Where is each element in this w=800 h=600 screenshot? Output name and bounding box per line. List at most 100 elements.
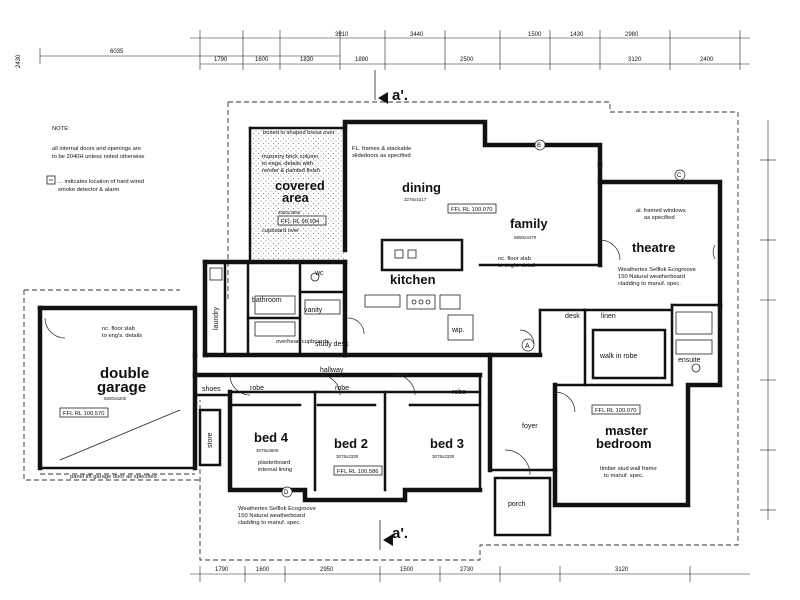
room-robe1: robe <box>250 385 264 392</box>
dim-bot-a: 1790 <box>215 567 229 573</box>
room-covered-line1: covered <box>275 178 325 193</box>
room-bed4-size: 3075x3600 <box>256 448 279 453</box>
note-bottom-weather1: Weathertex Selflok Ecogroove <box>238 506 316 512</box>
dim-top-g: 3910 <box>335 32 349 38</box>
ffl-bed: FFL RL 100.586 <box>337 469 378 475</box>
dim-bot-b: 1600 <box>256 567 270 573</box>
marker-b-circle <box>534 139 546 151</box>
note-weathertex2: 150 Natural weatherboard <box>618 274 685 280</box>
room-bed3: bed 3 <box>430 436 464 451</box>
room-covered-size: 4050x3850 <box>278 210 301 215</box>
kitchen-island <box>364 238 474 341</box>
room-robe3: robe <box>452 389 466 396</box>
ffl-dining: FFL RL 100.070 <box>451 207 492 213</box>
section-markers: a'. a'. A B C D <box>281 70 686 550</box>
room-wc: wc <box>314 270 324 277</box>
note-plasterboard1: plasterboard <box>258 460 290 466</box>
note-timber-wall2: to manuf. spec. <box>604 473 644 479</box>
dim-bot-d: 1500 <box>400 567 414 573</box>
note-theatre1: al. framed windows <box>636 208 686 214</box>
marker-b: B <box>537 143 541 149</box>
dim-top-b: 1790 <box>214 57 228 63</box>
room-vanity: vanity <box>304 307 323 314</box>
note-slab-family1: nc. floor slab <box>498 256 531 262</box>
bottom-dimensions: 1790 1600 2950 1500 2730 3120 <box>190 566 750 582</box>
note-theatre2: as specified <box>644 215 675 221</box>
note-weathertex1: Weathertex Selflok Ecogroove <box>618 267 696 273</box>
dim-bot-e: 2730 <box>460 567 474 573</box>
doors <box>44 239 716 476</box>
room-bed4: bed 4 <box>254 430 289 445</box>
marker-c: C <box>677 173 682 179</box>
marker-c-circle <box>674 169 686 181</box>
room-hallway: hallway <box>320 367 344 374</box>
dim-top-e: 1890 <box>355 57 369 63</box>
room-bed3-size: 3075x3330 <box>432 454 455 459</box>
room-labels: dining 3276x4217 family 5890x3470 theatr… <box>97 178 701 508</box>
ffl-master: FFL RL 100.070 <box>595 408 636 414</box>
note-masonry3: render & painted finish <box>262 168 320 174</box>
note-slab-garage1: nc. floor slab <box>102 326 135 332</box>
note-timber-wall1: timber stud wall frame <box>600 466 657 472</box>
note-line2: to be 2040H unless noted otherwise <box>52 154 145 160</box>
smoke-line1: ... indicates location of hard wired <box>58 179 144 185</box>
note-overhead: cupboard over <box>262 228 299 234</box>
note-overhead-cupboards: overhead cupboards <box>276 339 329 345</box>
room-study-desk: study desk <box>315 341 349 348</box>
room-master-bedroom: master bedroom <box>596 423 652 451</box>
dim-top-h: 2500 <box>460 57 474 63</box>
room-master-line1: master <box>605 423 648 438</box>
room-shoes: shoes <box>202 386 221 393</box>
dim-top-c: 1600 <box>255 57 269 63</box>
room-walk-in-robe: walk in robe <box>599 353 637 360</box>
dim-top-a: 6035 <box>110 49 124 55</box>
room-store: store <box>207 432 214 448</box>
room-garage-line1: double <box>100 365 149 382</box>
marker-d-circle <box>281 486 293 498</box>
room-ensuite: ensuite <box>678 357 701 364</box>
room-kitchen: kitchen <box>390 272 436 287</box>
room-linen: linen <box>601 313 616 320</box>
room-porch: porch <box>508 501 526 508</box>
dim-top-i: 1500 <box>528 32 542 38</box>
walls <box>37 119 723 537</box>
room-garage-size: 5830x6200 <box>104 396 127 401</box>
room-wip: wip. <box>451 327 465 334</box>
room-family: family <box>510 216 548 231</box>
marker-d: D <box>284 490 289 496</box>
right-dimensions <box>760 120 776 520</box>
smoke-detector-icon <box>46 175 56 185</box>
covered-area-floor <box>250 128 345 263</box>
room-laundry: laundry <box>213 307 220 330</box>
notes-box: NOTE: all internal doors and openings ar… <box>46 126 145 193</box>
dim-bot-c: 2950 <box>320 567 334 573</box>
dim-bot-f: 3120 <box>615 567 629 573</box>
room-dining: dining <box>402 180 441 195</box>
ffl-levels: FFL RL 100.070 FFL RL 99.934 FFL RL 100.… <box>59 203 641 476</box>
note-plasterboard2: internal lining <box>258 467 292 473</box>
room-theatre: theatre <box>632 240 675 255</box>
dim-top-d: 1830 <box>300 57 314 63</box>
note-frame2: slidedoors as specified <box>352 153 411 159</box>
marker-a: A <box>525 343 530 350</box>
room-bed2-size: 3075x3330 <box>336 454 359 459</box>
dim-left-a: 2430 <box>16 54 22 68</box>
dim-top-l: 3120 <box>628 57 642 63</box>
note-slab-garage2: to eng's. details <box>102 333 142 339</box>
dim-top-m: 2400 <box>700 57 714 63</box>
room-double-garage: double garage <box>97 365 153 396</box>
room-master-line2: bedroom <box>596 436 652 451</box>
fixtures <box>209 267 713 373</box>
note-frame1: FL. frames & stackable <box>352 146 411 152</box>
ffl-covered: FFL RL 99.934 <box>281 219 320 225</box>
room-dining-size: 3276x4217 <box>404 197 427 202</box>
note-bottom-weather2: 150 Natural weatherboard <box>238 513 305 519</box>
note-bottom-weather3: cladding to manuf. spec. <box>238 520 301 526</box>
top-dimensions: 6035 1790 1600 1830 1890 3440 3910 2500 … <box>16 30 750 70</box>
room-covered-area: covered area <box>275 178 329 205</box>
note-masonry1: masonry brick column <box>262 154 318 160</box>
note-masonry2: to engs. details with <box>262 161 313 167</box>
note-weathertex3: cladding to manuf. spec. <box>618 281 681 287</box>
section-marker-bottom: a'. <box>392 525 408 542</box>
